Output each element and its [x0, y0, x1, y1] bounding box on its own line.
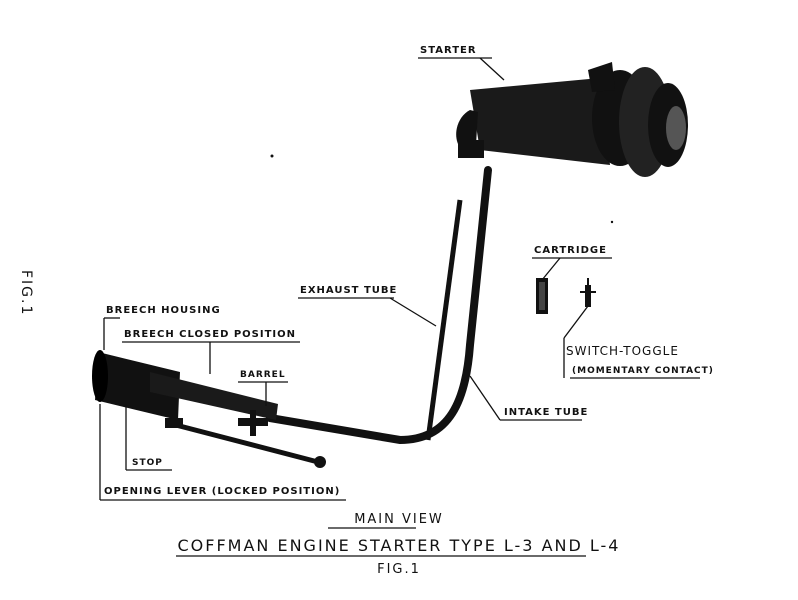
exhaust-tube: [425, 199, 463, 441]
label-breech-closed-position: BREECH CLOSED POSITION: [124, 329, 297, 340]
intake-tube: [266, 166, 492, 445]
switch-toggle-part: [580, 278, 596, 307]
label-stop: STOP: [132, 458, 163, 468]
label-starter: STARTER: [420, 45, 477, 56]
opening-lever: [165, 418, 326, 468]
caption-subtitle: COFFMAN ENGINE STARTER TYPE L-3 AND L-4: [177, 536, 621, 555]
label-opening-lever: OPENING LEVER (LOCKED POSITION): [104, 486, 341, 497]
label-intake-tube: INTAKE TUBE: [504, 407, 589, 418]
speck: [270, 154, 274, 158]
label-momentary-contact: (MOMENTARY CONTACT): [572, 366, 714, 376]
caption-figure: FIG.1: [377, 562, 421, 577]
cartridge-part: [536, 278, 548, 314]
label-cartridge: CARTRIDGE: [534, 245, 607, 256]
breech-assembly: [92, 350, 278, 436]
label-barrel: BARREL: [240, 370, 286, 380]
label-switch-toggle: SWITCH-TOGGLE: [566, 344, 679, 358]
leader-lines: [99, 57, 700, 557]
starter-unit: [456, 62, 688, 177]
label-breech-housing: BREECH HOUSING: [106, 305, 221, 316]
side-figure-label: FIG.1: [18, 270, 34, 317]
label-exhaust-tube: EXHAUST TUBE: [300, 285, 398, 296]
speck: [610, 220, 614, 224]
caption-title: MAIN VIEW: [354, 512, 444, 527]
